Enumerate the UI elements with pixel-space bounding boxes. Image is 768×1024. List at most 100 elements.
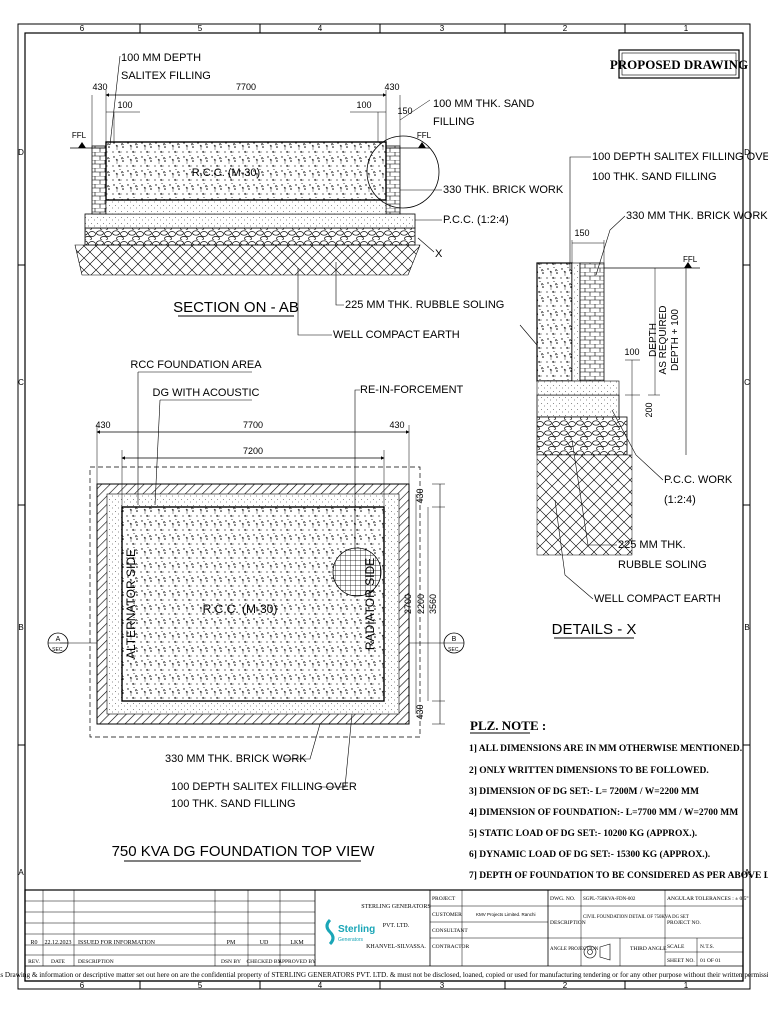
section-ab xyxy=(70,90,440,276)
dim-430-right-top: 430 xyxy=(389,420,404,430)
details-x xyxy=(519,240,700,556)
section-b-sub: SEC. xyxy=(448,647,460,653)
dim-2700: 2700 xyxy=(403,594,413,614)
approved-value: LKM xyxy=(290,940,304,946)
detail-x-circle xyxy=(366,135,440,209)
detail-rubble xyxy=(536,416,628,456)
dwg-no-value: SGPL-750KVA-FDN-002 xyxy=(583,897,636,902)
row-marker: B xyxy=(18,623,23,632)
scale-label: SCALE xyxy=(667,944,685,950)
detail-depth-3: DEPTH + 100 xyxy=(670,309,681,371)
top-callout-salitex-1: 100 DEPTH SALITEX FILLING OVER xyxy=(171,781,357,793)
title-block-text: R0 22.12.2023 ISSUED FOR INFORMATION PM … xyxy=(0,895,768,979)
callout-pcc: P.C.C. (1:2:4) xyxy=(443,214,509,226)
rcc-slab xyxy=(121,506,385,702)
section-title: SECTION ON - AB xyxy=(173,299,299,316)
callout-x: X xyxy=(435,248,443,260)
reinforcement-label: RE-IN-FORCEMENT xyxy=(360,384,464,396)
row-marker: A xyxy=(744,868,750,877)
angle-projection-label: ANGLE PROJECTION xyxy=(550,947,599,952)
dsn-header: DSN BY xyxy=(221,959,241,965)
row-marker: B xyxy=(744,623,749,632)
note-item: 5] STATIC LOAD OF DG SET:- 10200 KG (APP… xyxy=(469,828,697,839)
rcc-block xyxy=(105,141,387,201)
rcc-area-label: RCC FOUNDATION AREA xyxy=(130,359,262,371)
col-marker: 1 xyxy=(684,981,689,990)
callout-rubble: 225 MM THK. RUBBLE SOLING xyxy=(345,299,504,311)
row-marker: A xyxy=(18,868,24,877)
row-marker: C xyxy=(18,378,24,387)
dim-7700: 7700 xyxy=(236,82,256,92)
sand-filling xyxy=(105,199,387,215)
sheet-no-value: 01 OF 01 xyxy=(700,958,721,964)
rev-header: REV. xyxy=(28,959,40,965)
top-view-rcc-label: R.C.C. (M-30) xyxy=(203,602,278,616)
checked-value: UD xyxy=(260,940,269,946)
callout-salitex-1: 100 MM DEPTH xyxy=(121,52,201,64)
col-marker: 1 xyxy=(684,24,689,33)
row-marker: C xyxy=(744,378,750,387)
detail-dim-100: 100 xyxy=(624,347,639,357)
top-callout-brick: 330 MM THK. BRICK WORK xyxy=(165,753,307,765)
earth-layer xyxy=(74,244,421,276)
sheet-no-label: SHEET NO. xyxy=(667,958,695,964)
dim-2200: 2200 xyxy=(416,594,426,614)
description-value-block: CIVIL FOUNDATION DETAIL OF 750KVA DG SET xyxy=(583,915,689,920)
dim-430-right: 430 xyxy=(384,82,399,92)
project-no-label: PROJECT NO. xyxy=(667,920,701,926)
company-line-2: PVT. LTD. xyxy=(383,923,410,929)
column-markers-bottom: 6 5 4 3 2 1 xyxy=(80,981,689,990)
col-marker: 5 xyxy=(198,24,203,33)
rcc-label: R.C.C. (M-30) xyxy=(192,167,260,179)
proposed-drawing-stamp: PROPOSED DRAWING xyxy=(610,49,748,79)
description-label: DESCRIPTION xyxy=(550,920,586,926)
detail-callout-rubble-1: 225 MM THK. xyxy=(618,539,686,551)
third-angle-label: THIRD ANGLE xyxy=(630,946,667,952)
company-line-1: STERLING GENERATORS xyxy=(361,904,430,910)
top-view-title: 750 KVA DG FOUNDATION TOP VIEW xyxy=(112,843,376,860)
col-marker: 5 xyxy=(198,981,203,990)
approved-header: APPROVED BY xyxy=(278,959,316,965)
section-b-letter: B xyxy=(452,636,457,643)
detail-callout-earth: WELL COMPACT EARTH xyxy=(594,593,721,605)
detail-depth-2: AS REQUIRED xyxy=(658,306,669,375)
note-item: 7] DEPTH OF FOUNDATION TO BE CONSIDERED … xyxy=(469,871,768,881)
date-value: 22.12.2023 xyxy=(45,940,72,946)
detail-ffl: FFL xyxy=(683,255,698,264)
detail-callout-salitex-2: 100 THK. SAND FILLING xyxy=(592,171,717,183)
detail-pcc xyxy=(536,394,620,418)
dim-430-v-bottom: 430 xyxy=(415,704,425,719)
radiator-side-label: RADIATOR SIDE xyxy=(363,558,377,650)
ffl-right: FFL xyxy=(417,131,432,140)
top-view xyxy=(47,425,465,738)
dim-430-v-top: 430 xyxy=(415,488,425,503)
reinforcement-detail xyxy=(332,547,382,597)
detail-dim-200: 200 xyxy=(644,402,654,417)
note-item: 6] DYNAMIC LOAD OF DG SET:- 15300 KG (AP… xyxy=(469,849,710,860)
col-marker: 6 xyxy=(80,981,85,990)
title-block xyxy=(24,889,744,982)
outer-dashed-boundary xyxy=(89,466,421,738)
company-line-3: KHANVEL-SILVASSA. xyxy=(366,944,426,950)
dim-100-left: 100 xyxy=(117,100,132,110)
callout-brick: 330 THK. BRICK WORK xyxy=(443,184,564,196)
brick-wall-left xyxy=(91,145,107,215)
dim-3560: 3560 xyxy=(428,594,438,614)
detail-callout-rubble-2: RUBBLE SOLING xyxy=(618,559,707,571)
details-title: DETAILS - X xyxy=(552,621,637,638)
detail-brick xyxy=(579,262,605,382)
checked-header: CHECKED BY xyxy=(247,959,282,965)
col-marker: 2 xyxy=(563,24,568,33)
logo-sub: Generators xyxy=(338,937,364,943)
dwg-no-label: DWG. NO. xyxy=(550,896,576,902)
consultant-label: CONSULTANT xyxy=(432,928,468,934)
project-label: PROJECT xyxy=(432,896,456,902)
angular-tol-label: ANGULAR TOLERANCES : ± 0.5° xyxy=(667,895,749,902)
dsn-value: PM xyxy=(227,940,236,946)
detail-depth-1: DEPTH xyxy=(648,323,659,357)
customer-label: CUSTOMER xyxy=(432,912,462,918)
note-item: 4] DIMENSION OF FOUNDATION:- L=7700 MM /… xyxy=(469,808,738,818)
detail-dim-150: 150 xyxy=(574,228,589,238)
rubble-layer xyxy=(84,227,416,246)
col-marker: 3 xyxy=(440,24,445,33)
